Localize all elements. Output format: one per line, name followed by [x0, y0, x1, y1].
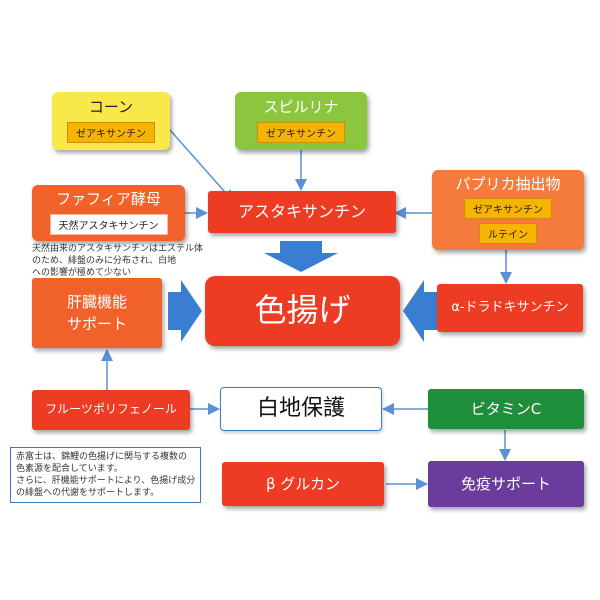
white-protect-title: 白地保護: [256, 395, 345, 421]
arrow-left-block: [403, 280, 437, 342]
bottom-note-line: 色素源を配合しています。: [16, 464, 123, 474]
vitamin-c-title: ビタミンC: [470, 399, 542, 418]
phaffia-note: 天然由来のアスタキサンチンはエステル体 のため、緋盤のみに分布され、白地 への影…: [32, 243, 203, 279]
liver-line2: サポート: [66, 315, 127, 333]
alpha-title: α-ドラドキサンチン: [451, 299, 569, 315]
color-up-box: 色揚げ: [205, 276, 400, 346]
beta-glucan-title: β グルカン: [266, 474, 340, 493]
astaxanthin-title: アスタキサンチン: [237, 202, 366, 222]
vitamin-c-box: ビタミンC: [428, 389, 584, 429]
corn-box: コーン ゼアキサンチン: [52, 92, 170, 150]
immune-box: 免疫サポート: [428, 461, 584, 507]
bottom-note-line: 赤富士は、錦鯉の色揚げに関与する複数の: [16, 452, 188, 462]
fruit-box: フルーツポリフェノール: [32, 390, 190, 430]
phaffia-box: ファフィア酵母 天然アスタキサンチン: [32, 185, 185, 241]
paprika-pill-zeaxanthin: ゼアキサンチン: [464, 197, 552, 219]
paprika-box: パプリカ抽出物 ゼアキサンチン ルテイン: [432, 170, 584, 250]
astaxanthin-box: アスタキサンチン: [208, 191, 396, 233]
phaffia-note-line: のため、緋盤のみに分布され、白地: [32, 256, 177, 266]
spirulina-pill: ゼアキサンチン: [257, 121, 345, 143]
beta-glucan-box: β グルカン: [222, 462, 384, 506]
corn-title: コーン: [88, 98, 134, 117]
connector-corn-astaxanthin: [169, 129, 234, 203]
liver-line1: 肝臓機能: [66, 292, 127, 311]
fruit-title: フルーツポリフェノール: [45, 402, 177, 417]
paprika-title: パプリカ抽出物: [455, 175, 561, 194]
liver-support-box: 肝臓機能 サポート: [32, 278, 162, 348]
phaffia-pill: 天然アスタキサンチン: [49, 213, 168, 235]
corn-pill: ゼアキサンチン: [67, 121, 155, 143]
bottom-note-line: さらに、肝機能サポートにより、色揚げ成分: [16, 476, 196, 486]
phaffia-note-line: への影響が極めて少ない: [32, 268, 132, 278]
color-up-title: 色揚げ: [254, 291, 351, 330]
alpha-box: α-ドラドキサンチン: [437, 284, 583, 332]
arrow-right-block: [168, 280, 202, 342]
phaffia-note-line: 天然由来のアスタキサンチンはエステル体: [32, 244, 204, 254]
immune-title: 免疫サポート: [460, 474, 551, 493]
bottom-note-line: の緋盤への代謝をサポートします。: [16, 488, 160, 498]
phaffia-title: ファフィア酵母: [56, 190, 161, 209]
white-protect-box: 白地保護: [220, 387, 382, 431]
bottom-note: 赤富士は、錦鯉の色揚げに関与する複数の 色素源を配合しています。 さらに、肝機能…: [10, 447, 202, 503]
paprika-pill-lutein: ルテイン: [479, 222, 537, 244]
arrow-down-block: [264, 241, 338, 272]
spirulina-box: スピルリナ ゼアキサンチン: [235, 92, 367, 150]
spirulina-title: スピルリナ: [263, 98, 339, 117]
